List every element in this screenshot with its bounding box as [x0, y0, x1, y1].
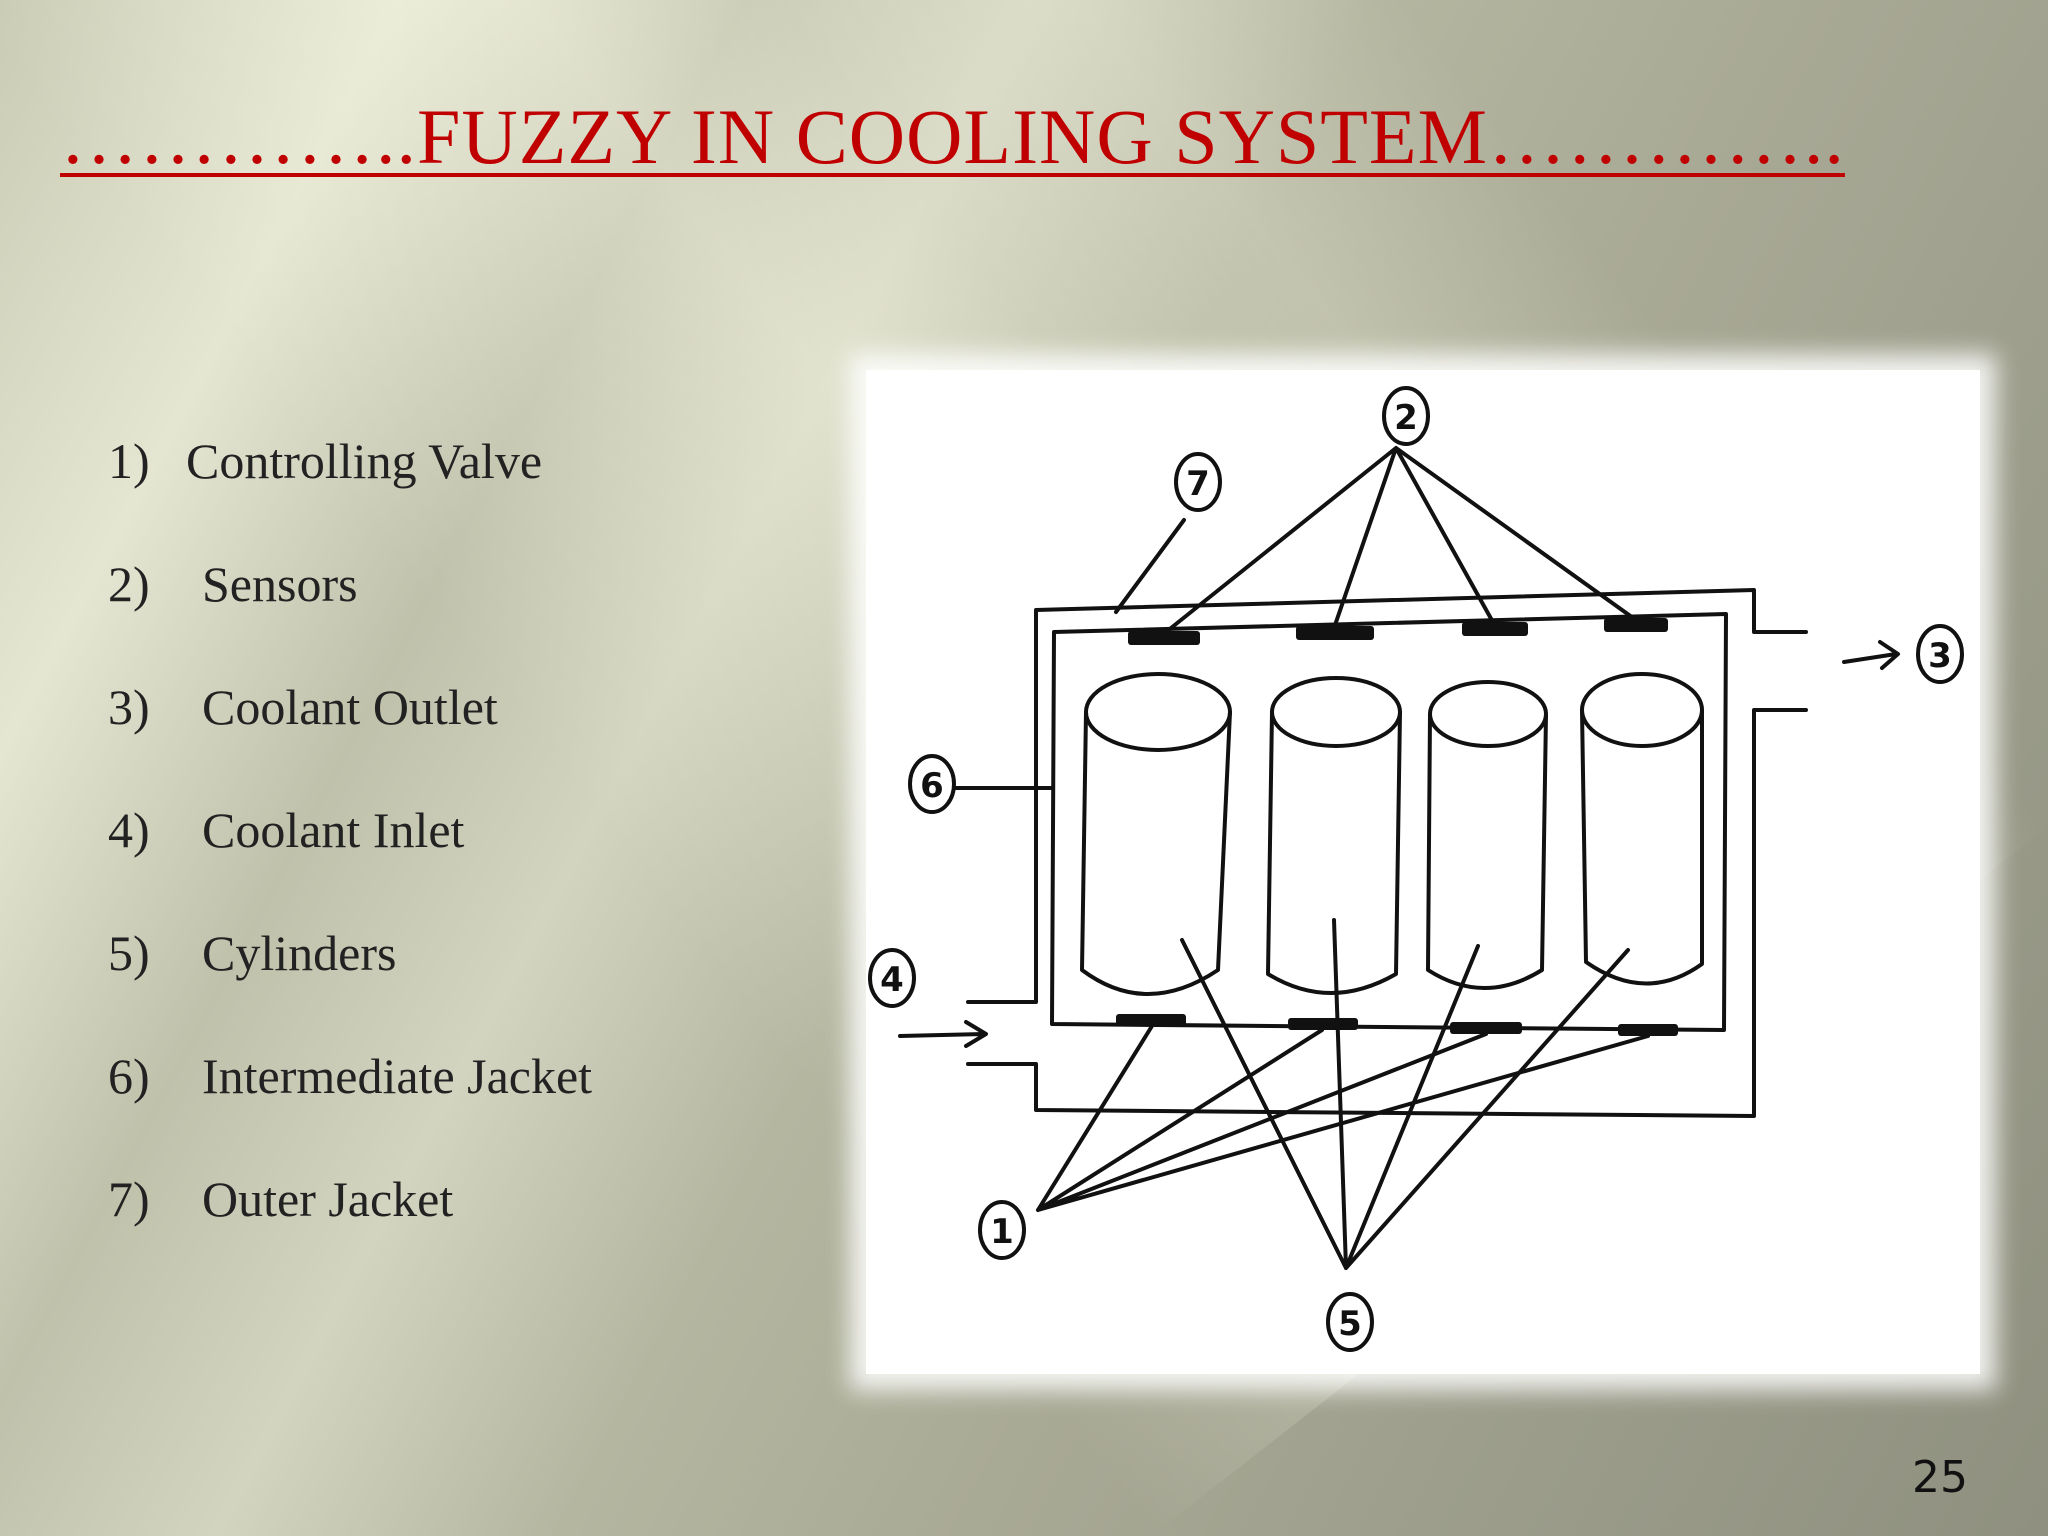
svg-text:3: 3 — [1928, 636, 1952, 676]
sensor-leader-lines — [1164, 446, 1638, 634]
svg-text:5: 5 — [1338, 1304, 1362, 1344]
callout-inlet: 4 — [868, 948, 916, 1008]
legend-number: 7) — [108, 1171, 150, 1227]
callout-outlet: 3 — [1916, 624, 1964, 684]
legend-item: 2) Sensors — [108, 555, 592, 678]
callout-intermediate-jacket: 6 — [908, 754, 956, 814]
inlet-arrow — [898, 1020, 988, 1048]
legend-label: Sensors — [202, 556, 358, 612]
legend-item: 1) Controlling Valve — [108, 432, 592, 555]
svg-text:7: 7 — [1186, 464, 1210, 504]
outlet-arrow — [1842, 640, 1900, 670]
legend-item: 3) Coolant Outlet — [108, 678, 592, 801]
intermediate-jacket — [1050, 612, 1728, 1032]
cylinder — [1580, 672, 1704, 986]
legend-label: Controlling Valve — [186, 433, 543, 489]
callout-sensors: 2 — [1382, 386, 1430, 446]
legend-label: Outer Jacket — [202, 1171, 454, 1227]
sensor — [1604, 618, 1668, 632]
legend-label: Intermediate Jacket — [202, 1048, 593, 1104]
legend-number: 6) — [108, 1048, 150, 1104]
cylinder — [1080, 672, 1232, 996]
controlling-valve — [1618, 1024, 1678, 1036]
sensor — [1128, 631, 1200, 645]
cylinder — [1266, 676, 1402, 995]
legend-label: Coolant Outlet — [202, 679, 498, 735]
outer-jacket — [966, 588, 1808, 1118]
page-number: 25 — [1912, 1452, 1968, 1503]
legend-item: 6) Intermediate Jacket — [108, 1047, 592, 1170]
svg-text:2: 2 — [1394, 398, 1418, 438]
controlling-valve — [1288, 1018, 1358, 1030]
slide-title: …………..FUZZY IN COOLING SYSTEM………….. — [60, 93, 1845, 180]
callout-cylinders: 5 — [1326, 1292, 1374, 1352]
cylinder-leader-lines — [1180, 918, 1630, 1270]
component-legend: 1) Controlling Valve 2) Sensors 3) Coolant … — [108, 432, 592, 1293]
legend-item: 5) Cylinders — [108, 924, 592, 1047]
legend-item: 4) Coolant Inlet — [108, 801, 592, 924]
svg-text:1: 1 — [990, 1212, 1014, 1252]
legend-number: 5) — [108, 925, 150, 981]
legend-label: Cylinders — [202, 925, 397, 981]
cylinder — [1426, 680, 1548, 990]
cooling-system-diagram: 1 2 3 4 5 6 7 — [866, 370, 1980, 1374]
controlling-valve — [1450, 1022, 1522, 1034]
diagram-drawing: 1 2 3 4 5 6 7 — [868, 386, 1964, 1352]
sensor — [1296, 626, 1374, 640]
legend-number: 4) — [108, 802, 150, 858]
controlling-valve — [1116, 1014, 1186, 1026]
callout-valve: 1 — [978, 1200, 1026, 1260]
callout-outer-jacket: 7 — [1174, 452, 1222, 512]
legend-number: 3) — [108, 679, 150, 735]
legend-item: 7) Outer Jacket — [108, 1170, 592, 1293]
sensor — [1462, 622, 1528, 636]
legend-label: Coolant Inlet — [202, 802, 465, 858]
legend-number: 1) — [108, 433, 150, 489]
svg-text:6: 6 — [920, 766, 944, 806]
valve-leader-lines — [1036, 1024, 1650, 1212]
svg-text:4: 4 — [880, 960, 904, 1000]
outer-jacket-leader — [1114, 518, 1186, 614]
legend-number: 2) — [108, 556, 150, 612]
